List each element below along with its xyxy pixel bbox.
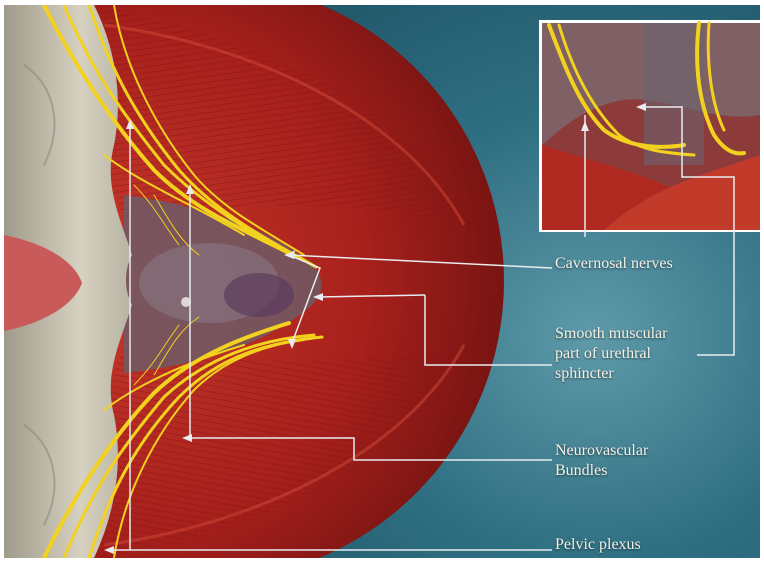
label-smooth-muscular-sphincter: Smooth muscular part of urethral sphinct… xyxy=(555,324,667,384)
zoom-inset-image xyxy=(539,20,760,232)
anatomy-illustration: Cavernosal nerves Smooth muscular part o… xyxy=(4,5,760,558)
label-line: part of urethral xyxy=(555,344,667,364)
label-pelvic-plexus: Pelvic plexus xyxy=(555,535,641,555)
pubic-bone xyxy=(4,5,132,558)
label-line: Neurovascular xyxy=(555,441,648,461)
label-line: Smooth muscular xyxy=(555,324,667,344)
label-neurovascular-bundles: Neurovascular Bundles xyxy=(555,441,648,481)
label-cavernosal-nerves: Cavernosal nerves xyxy=(555,254,673,274)
label-line: Bundles xyxy=(555,461,648,481)
label-line: sphincter xyxy=(555,364,667,384)
